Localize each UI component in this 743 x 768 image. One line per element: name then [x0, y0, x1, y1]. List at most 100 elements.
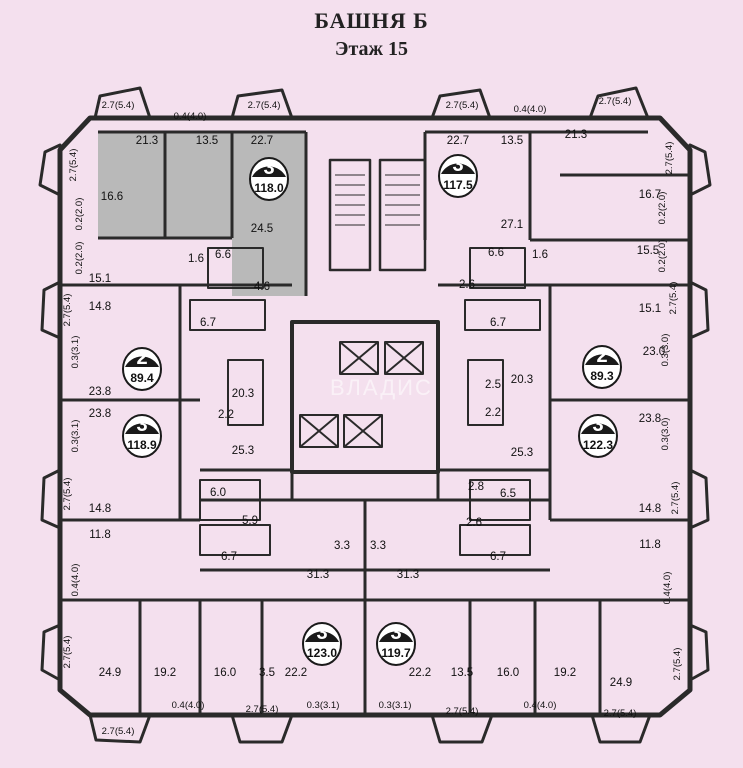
corner-bays: [38, 86, 712, 744]
room-area: 22.2: [409, 667, 431, 679]
room-area: 6.7: [490, 317, 506, 329]
room-area: 3.3: [334, 540, 350, 552]
room-area: 14.8: [89, 301, 111, 313]
room-area: 13.5: [196, 135, 218, 147]
room-area: 2.6: [459, 279, 475, 291]
watermark: ВЛАДИС: [330, 375, 433, 400]
dimension-label: 0.3(3.1): [307, 700, 340, 711]
dimension-label: 0.2(2.0): [74, 242, 85, 275]
stair-left: [328, 158, 372, 272]
room-area: 23.8: [89, 386, 111, 398]
apartment-area: 123.0: [307, 646, 337, 660]
room-area: 16.0: [497, 667, 519, 679]
badge-top: [252, 166, 286, 177]
badge-outline: [122, 347, 162, 391]
badge-outline: [249, 157, 289, 201]
room-area: 31.3: [307, 569, 329, 581]
dimension-label: 2.7(5.4): [246, 704, 279, 715]
dimension-label: 2.7(5.4): [446, 706, 479, 717]
room-area: 13.5: [501, 135, 523, 147]
room-area: 24.9: [99, 667, 121, 679]
apartment-rooms: 3: [390, 622, 401, 644]
dimension-label: 0.3(3.0): [660, 418, 671, 451]
badge-top: [585, 354, 619, 365]
room-area: 21.3: [136, 135, 158, 147]
dimension-label: 2.7(5.4): [62, 294, 73, 327]
apartment-rooms: 3: [136, 414, 147, 436]
room-area: 6.5: [500, 488, 516, 500]
dimension-label: 0.4(4.0): [172, 700, 205, 711]
room-area: 6.7: [200, 317, 216, 329]
apartment-badge: 289.4: [122, 347, 162, 391]
badge-top: [125, 356, 159, 367]
room-area: 24.9: [610, 677, 632, 689]
room-area: 6.6: [215, 249, 231, 261]
dimension-label: 2.7(5.4): [670, 482, 681, 515]
room-area: 6.6: [488, 247, 504, 259]
room-area: 11.8: [639, 539, 661, 551]
dimension-label: 2.7(5.4): [664, 142, 675, 175]
room-area: 15.1: [639, 303, 661, 315]
dimension-label: 0.4(4.0): [524, 700, 557, 711]
highlighted-apartment: [98, 132, 306, 296]
room-area: 13.5: [451, 667, 473, 679]
badge-outline: [376, 622, 416, 666]
dimension-label: 0.3(3.1): [70, 336, 81, 369]
apartment-area: 122.3: [583, 438, 613, 452]
stair-treads: [335, 174, 420, 226]
dimension-label: 0.4(4.0): [514, 104, 547, 115]
bathrooms: [189, 247, 541, 556]
room-area: 4.6: [254, 281, 270, 293]
apartment-area: 117.5: [443, 178, 473, 192]
room-area: 14.8: [89, 503, 111, 515]
dimension-label: 2.7(5.4): [604, 708, 637, 719]
badge-outline: [438, 154, 478, 198]
room-area: 2.5: [485, 379, 501, 391]
room-area: 2.2: [485, 407, 501, 419]
room-area: 3.3: [370, 540, 386, 552]
badge-outline: [582, 345, 622, 389]
room-area: 23.0: [643, 346, 665, 358]
room-area: 23.8: [89, 408, 111, 420]
room-area: 6.0: [210, 487, 226, 499]
dimension-label: 2.7(5.4): [68, 149, 79, 182]
room-area: 2.2: [218, 409, 234, 421]
apartment-badge: 289.3: [582, 345, 622, 389]
dimension-label: 2.7(5.4): [62, 636, 73, 669]
badge-outline: [302, 622, 342, 666]
room-area: 14.8: [639, 503, 661, 515]
room-area: 16.0: [214, 667, 236, 679]
room-area: 2.8: [468, 481, 484, 493]
floor-title: Этаж 15: [334, 38, 409, 60]
apartment-rooms: 3: [452, 154, 463, 176]
room-area: 1.6: [532, 249, 548, 261]
elevator-core: [290, 320, 440, 474]
dimension-label: 0.4(4.0): [174, 111, 207, 122]
room-area: 16.6: [101, 191, 123, 203]
dimension-label: 0.2(2.0): [657, 192, 668, 225]
dimension-label: 2.7(5.4): [62, 478, 73, 511]
room-area: 22.2: [285, 667, 307, 679]
room-area: 24.5: [251, 223, 273, 235]
dimension-label: 0.3(3.0): [660, 334, 671, 367]
room-area: 15.1: [89, 273, 111, 285]
dimension-labels: 2.7(5.4) 0.4(4.0) 2.7(5.4) 2.7(5.4) 0.4(4.0)…: [62, 96, 683, 737]
apartment-rooms: 2: [596, 345, 607, 367]
room-area: 25.3: [511, 447, 533, 459]
room-area: 16.7: [639, 189, 661, 201]
apartment-area: 89.4: [130, 371, 154, 385]
apartment-area: 89.3: [590, 369, 614, 383]
apartment-rooms: 3: [263, 157, 274, 179]
room-area: 15.5: [637, 245, 659, 257]
room-area: 25.3: [232, 445, 254, 457]
badge-top: [305, 631, 339, 642]
dimension-label: 0.2(2.0): [657, 240, 668, 273]
apartment-rooms: 2: [136, 347, 147, 369]
dimension-label: 2.7(5.4): [672, 648, 683, 681]
room-area: 6.7: [490, 551, 506, 563]
badge-outline: [578, 414, 618, 458]
